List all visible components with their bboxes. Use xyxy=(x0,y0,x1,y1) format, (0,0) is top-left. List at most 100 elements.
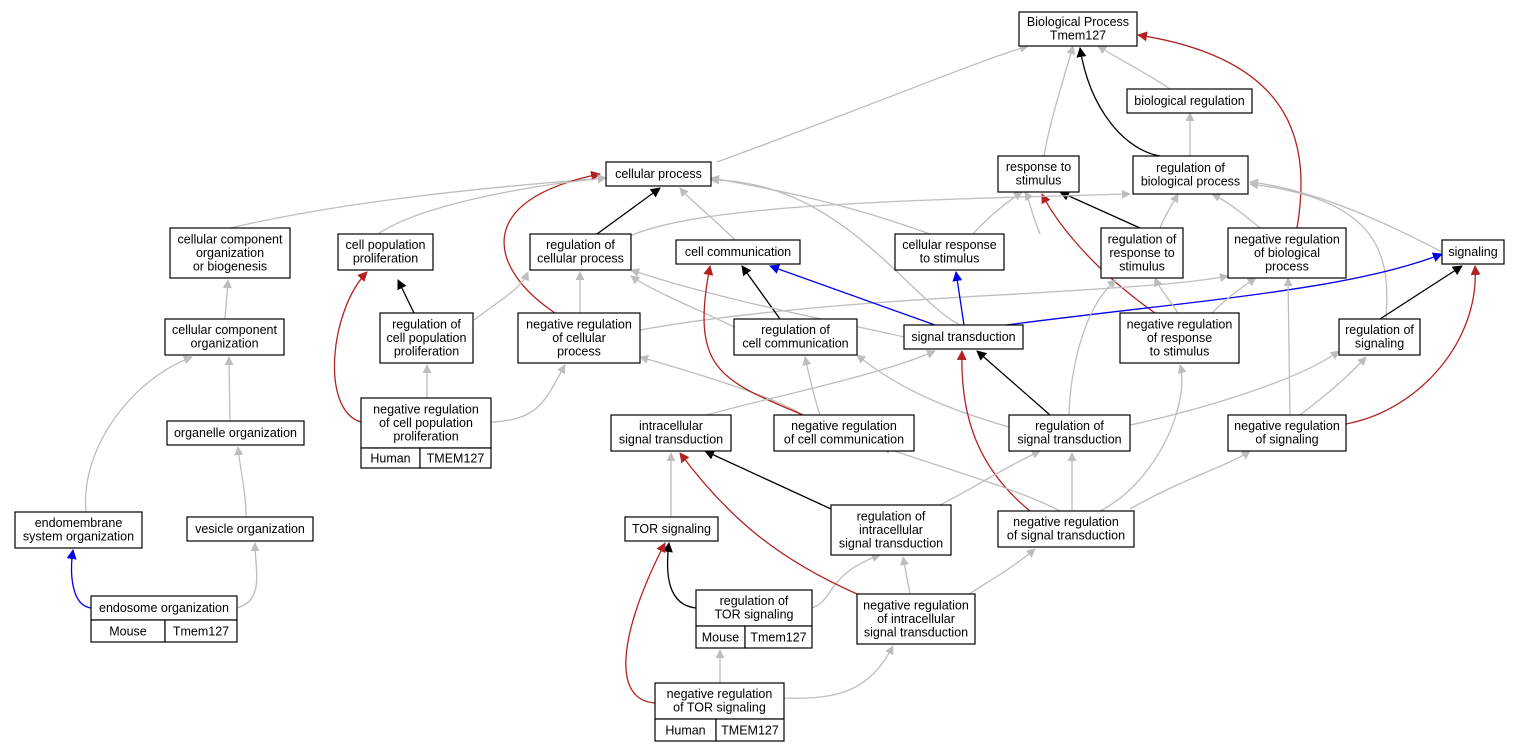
term-label: stimulus xyxy=(1119,259,1165,273)
term-label: endomembrane xyxy=(35,516,123,530)
is-a-edge xyxy=(900,556,911,595)
term-label: regulation of xyxy=(761,323,830,337)
term-box xyxy=(610,414,732,452)
is-a-edge xyxy=(229,174,607,229)
term-label: regulation of xyxy=(1345,323,1414,337)
annotation-cell-label: Mouse xyxy=(109,625,147,639)
annotation-gene-cell[interactable]: TMEM127 xyxy=(715,718,785,742)
negatively-regulates-edge xyxy=(1345,265,1481,425)
term-node-biological-regulation[interactable]: biological regulation xyxy=(1126,88,1253,114)
is-a-edge xyxy=(1099,364,1187,512)
regulates-edge xyxy=(741,265,781,320)
is-a-edge xyxy=(639,354,804,416)
is-a-edge xyxy=(1024,191,1041,235)
term-label: intracellular xyxy=(859,523,923,537)
annotation-species-cell[interactable]: Mouse xyxy=(90,619,166,643)
term-node-tor-signaling[interactable]: TOR signaling xyxy=(624,516,719,542)
annotation-gene-cell[interactable]: Tmem127 xyxy=(164,619,238,643)
annotation-cell-label: Tmem127 xyxy=(173,625,229,639)
term-node-cellular-process[interactable]: cellular process xyxy=(605,161,712,187)
term-box xyxy=(164,318,285,356)
term-node-vesicle-organization[interactable]: vesicle organization xyxy=(186,516,314,542)
annotation-cell-label: Human xyxy=(370,452,410,466)
is-a-edge xyxy=(783,645,894,699)
term-box xyxy=(624,516,719,542)
term-label: signaling xyxy=(1448,245,1497,259)
term-label: of cell communication xyxy=(784,433,904,447)
is-a-edge xyxy=(1299,356,1367,416)
term-box xyxy=(773,414,915,452)
term-label: negative regulation xyxy=(373,402,479,416)
annotation-cell-label: Tmem127 xyxy=(750,631,806,645)
is-a-edge xyxy=(84,355,193,513)
term-label: stimulus xyxy=(1016,174,1062,188)
is-a-edge xyxy=(802,356,821,416)
term-node-signal-transduction[interactable]: signal transduction xyxy=(903,324,1024,350)
negatively-regulates-edge xyxy=(1137,31,1302,229)
is-a-edge xyxy=(716,43,1029,163)
annotation-species-cell[interactable]: Mouse xyxy=(695,625,746,649)
term-box xyxy=(1441,239,1505,265)
is-a-edge xyxy=(1249,178,1443,253)
term-label: response to xyxy=(1109,246,1174,260)
annotation-cell-label: Human xyxy=(665,724,705,738)
term-box xyxy=(517,312,641,364)
term-label: endosome organization xyxy=(99,601,229,615)
annotation-gene-cell[interactable]: TMEM127 xyxy=(419,447,492,469)
annotation-species-cell[interactable]: Human xyxy=(654,718,717,742)
term-box xyxy=(675,239,801,265)
term-label: regulation of xyxy=(546,238,615,252)
term-label: of signaling xyxy=(1255,433,1318,447)
part-of-edge xyxy=(769,264,936,326)
term-box xyxy=(1338,318,1421,356)
is-a-edge xyxy=(630,275,735,328)
regulates-edge xyxy=(704,450,832,510)
is-a-edge xyxy=(629,189,1131,237)
term-label: negative regulation xyxy=(863,598,969,612)
is-a-edge xyxy=(377,174,607,235)
term-box xyxy=(894,233,1005,271)
negatively-regulates-edge xyxy=(1041,193,1156,314)
term-box xyxy=(337,233,434,271)
is-a-edge xyxy=(710,175,961,326)
annotation-species-cell[interactable]: Human xyxy=(360,447,421,469)
term-node-signaling[interactable]: signaling xyxy=(1441,239,1505,265)
term-node-organelle-organization[interactable]: organelle organization xyxy=(166,420,305,446)
term-node-cell-communication[interactable]: cell communication xyxy=(675,239,801,265)
negatively-regulates-edge xyxy=(679,452,858,595)
is-a-edge xyxy=(224,356,234,422)
negatively-regulates-edge xyxy=(503,170,601,314)
term-label: negative regulation xyxy=(667,687,773,701)
term-label: of intracellular xyxy=(877,612,955,626)
term-box xyxy=(14,511,143,549)
annotation-gene-cell[interactable]: Tmem127 xyxy=(744,625,813,649)
